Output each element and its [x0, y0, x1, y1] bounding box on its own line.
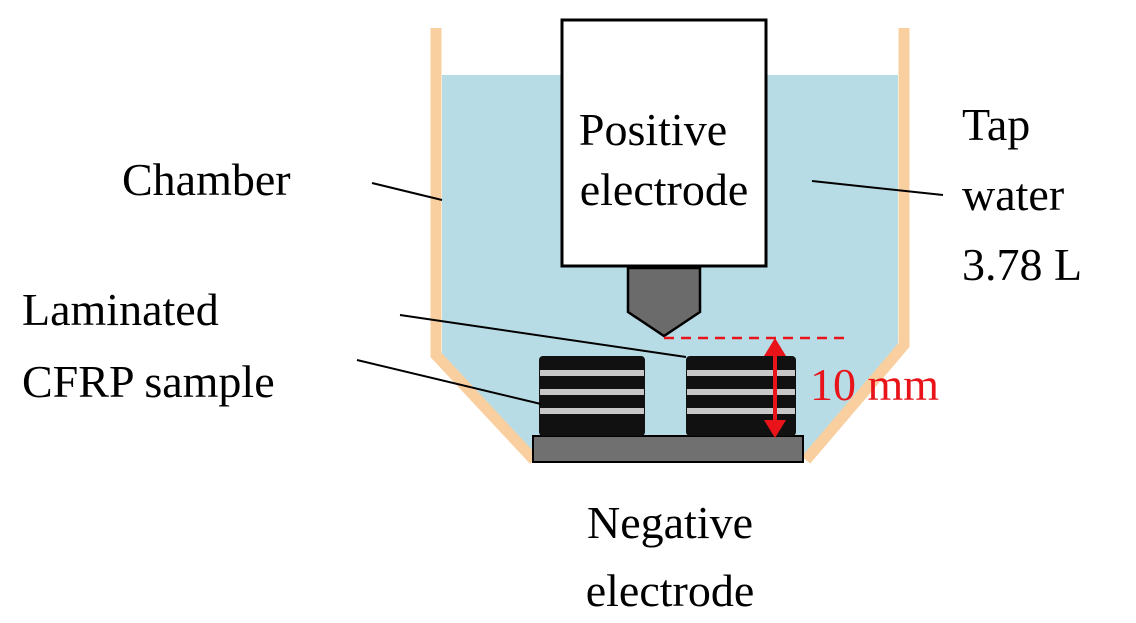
negative-electrode-base	[532, 435, 804, 463]
negative-electrode-label-line2: electrode	[586, 565, 755, 616]
gap-label: 10 mm	[810, 359, 939, 410]
positive-electrode-body	[560, 18, 768, 268]
cfrp-sample-right	[686, 356, 796, 436]
chamber-wall-right	[801, 28, 910, 464]
positive-electrode-label-line2: electrode	[580, 164, 749, 215]
negative-electrode-label-line1: Negative	[587, 497, 753, 548]
tap-water-label-line2: water	[962, 169, 1064, 220]
positive-electrode-label-line1: Positive	[579, 104, 727, 155]
sample-label-line1: Laminated	[22, 284, 219, 335]
chamber-leader-line	[371, 182, 443, 201]
sample-leader-line-upper	[399, 314, 687, 358]
chamber-label: Chamber	[122, 154, 291, 205]
cfrp-sample-left	[539, 356, 645, 436]
sample-label-line2: CFRP sample	[22, 356, 275, 407]
gap-dimension-arrow	[764, 338, 786, 438]
tap-water-label-line1: Tap	[962, 99, 1030, 150]
sample-leader-line-lower	[356, 359, 542, 405]
tap-water-leader-line	[811, 180, 944, 196]
tap-water-label-line3: 3.78 L	[962, 239, 1082, 290]
positive-electrode-tip	[626, 266, 702, 338]
chamber-wall-left	[430, 28, 539, 464]
